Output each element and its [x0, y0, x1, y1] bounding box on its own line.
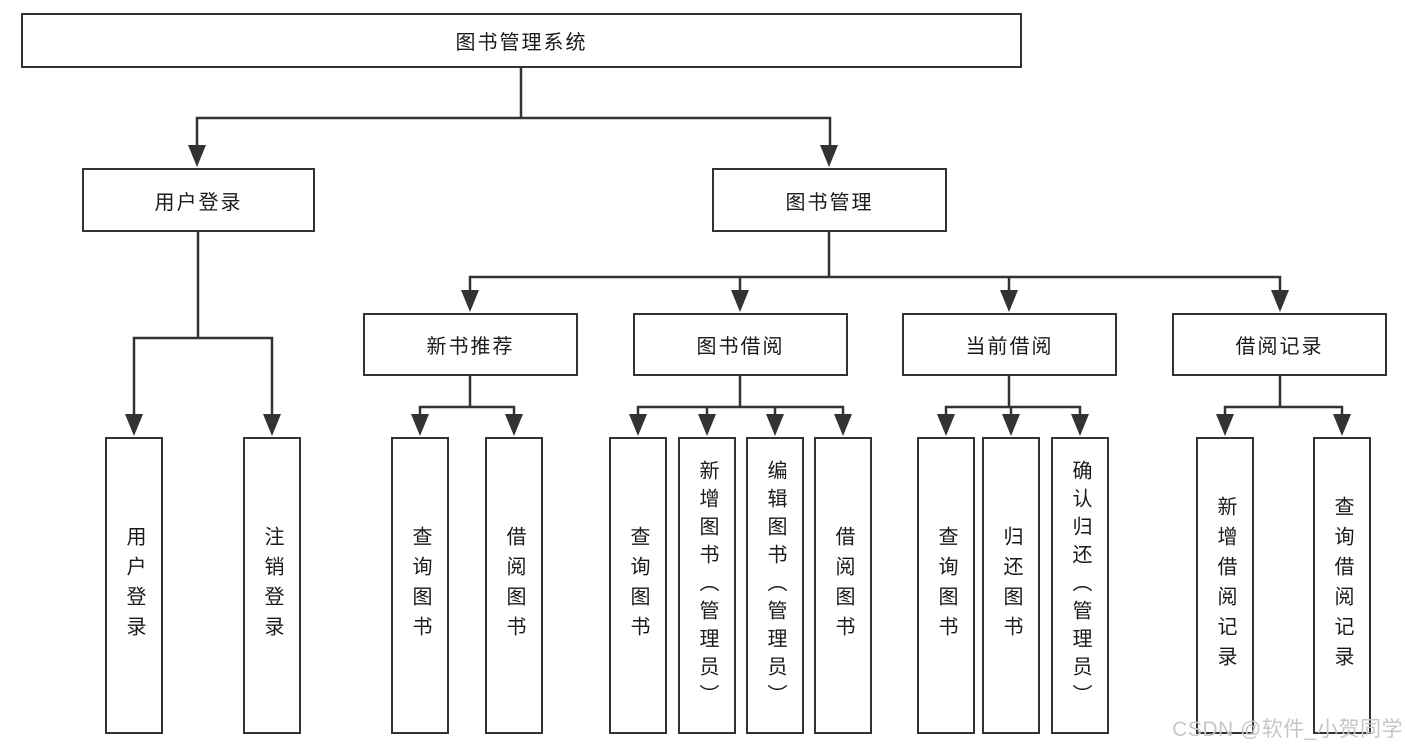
node-borrow-records-label: 借阅记录: [1235, 336, 1324, 358]
leaf-add-borrow-record-label: 新增借阅记录: [1214, 495, 1236, 676]
node-new-book-recommend: 新书推荐: [363, 313, 578, 376]
leaf-query-books-borrow: 查询图书: [609, 437, 667, 734]
node-book-borrow: 图书借阅: [633, 313, 848, 376]
leaf-user-login: 用户登录: [105, 437, 163, 734]
leaf-query-books-borrow-label: 查询图书: [627, 525, 649, 646]
node-root-system-label: 图书管理系统: [455, 32, 588, 54]
leaf-query-books-current: 查询图书: [917, 437, 975, 734]
watermark: CSDN @软件_小贺同学: [1172, 718, 1403, 741]
leaf-query-borrow-record: 查询借阅记录: [1313, 437, 1371, 734]
leaf-borrow-books-label: 借阅图书: [832, 525, 854, 646]
leaf-borrow-books-recommend: 借阅图书: [485, 437, 543, 734]
node-book-management: 图书管理: [712, 168, 947, 232]
leaf-borrow-books: 借阅图书: [814, 437, 872, 734]
leaf-add-borrow-record: 新增借阅记录: [1196, 437, 1254, 734]
leaf-logout-label: 注销登录: [261, 525, 283, 646]
node-new-book-recommend-label: 新书推荐: [426, 336, 515, 358]
node-current-borrow-label: 当前借阅: [965, 336, 1054, 358]
leaf-confirm-return-admin: 确认归还（管理员）: [1051, 437, 1109, 734]
leaf-query-books-current-label: 查询图书: [935, 525, 957, 646]
node-borrow-records: 借阅记录: [1172, 313, 1387, 376]
leaf-edit-books-admin-label: 编辑图书（管理员）: [764, 459, 786, 712]
node-book-borrow-label: 图书借阅: [696, 336, 785, 358]
node-book-management-label: 图书管理: [785, 191, 874, 214]
leaf-query-borrow-record-label: 查询借阅记录: [1331, 495, 1353, 676]
node-root-system: 图书管理系统: [21, 13, 1022, 68]
leaf-add-books-admin: 新增图书（管理员）: [678, 437, 736, 734]
node-current-borrow: 当前借阅: [902, 313, 1117, 376]
leaf-user-login-label: 用户登录: [123, 525, 145, 646]
leaf-return-books: 归还图书: [982, 437, 1040, 734]
node-user-login-label: 用户登录: [154, 191, 243, 214]
leaf-borrow-books-recommend-label: 借阅图书: [503, 525, 525, 646]
leaf-return-books-label: 归还图书: [1000, 525, 1022, 646]
node-user-login: 用户登录: [82, 168, 315, 232]
leaf-query-books-recommend-label: 查询图书: [409, 525, 431, 646]
leaf-add-books-admin-label: 新增图书（管理员）: [696, 459, 718, 712]
leaf-logout: 注销登录: [243, 437, 301, 734]
leaf-edit-books-admin: 编辑图书（管理员）: [746, 437, 804, 734]
leaf-query-books-recommend: 查询图书: [391, 437, 449, 734]
leaf-confirm-return-admin-label: 确认归还（管理员）: [1069, 459, 1091, 712]
